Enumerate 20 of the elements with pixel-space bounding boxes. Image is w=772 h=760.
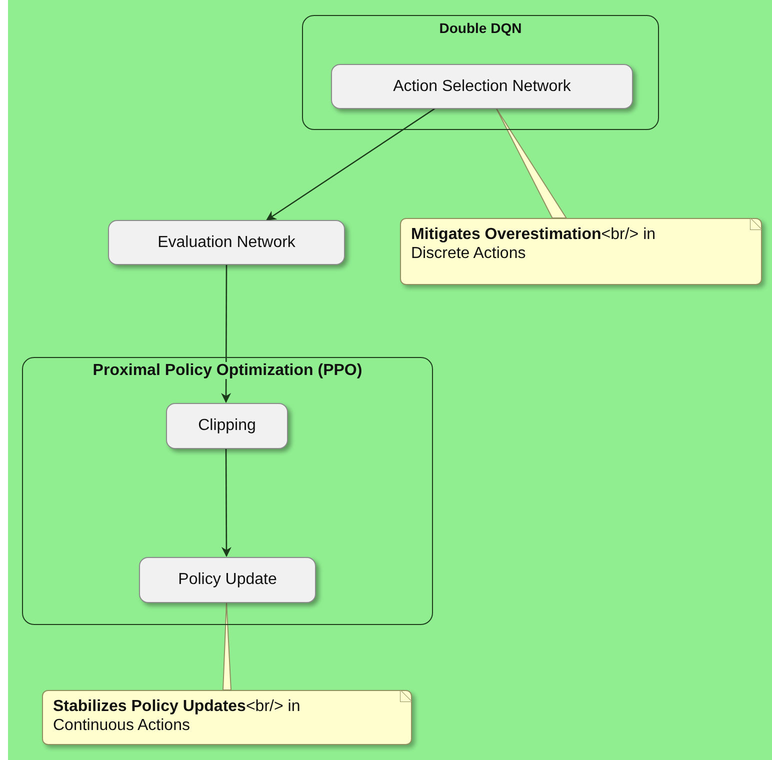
callout-wedge [496, 108, 568, 218]
box-label: Clipping [198, 417, 256, 435]
group-frame [22, 357, 433, 625]
process-box [139, 557, 316, 603]
callout-wedge [222, 602, 232, 690]
note-text: Mitigates Overestimation<br/> in Discrete Actions [411, 225, 657, 263]
note-text: Stabilizes Policy Updates<br/> in Continuous Actions [53, 697, 302, 735]
arrow [221, 448, 232, 557]
arrow [266, 107, 436, 221]
process-box [166, 403, 288, 449]
process-box [331, 64, 633, 109]
box-label: Evaluation Network [158, 234, 296, 252]
note-box [42, 690, 412, 745]
process-box [108, 220, 345, 265]
arrow [221, 265, 232, 403]
group-title: Double DQN [437, 20, 524, 36]
group-title: Proximal Policy Optimization (PPO) [90, 362, 364, 379]
box-label: Policy Update [178, 571, 277, 589]
group-frame [302, 15, 659, 130]
box-label: Action Selection Network [393, 78, 571, 96]
